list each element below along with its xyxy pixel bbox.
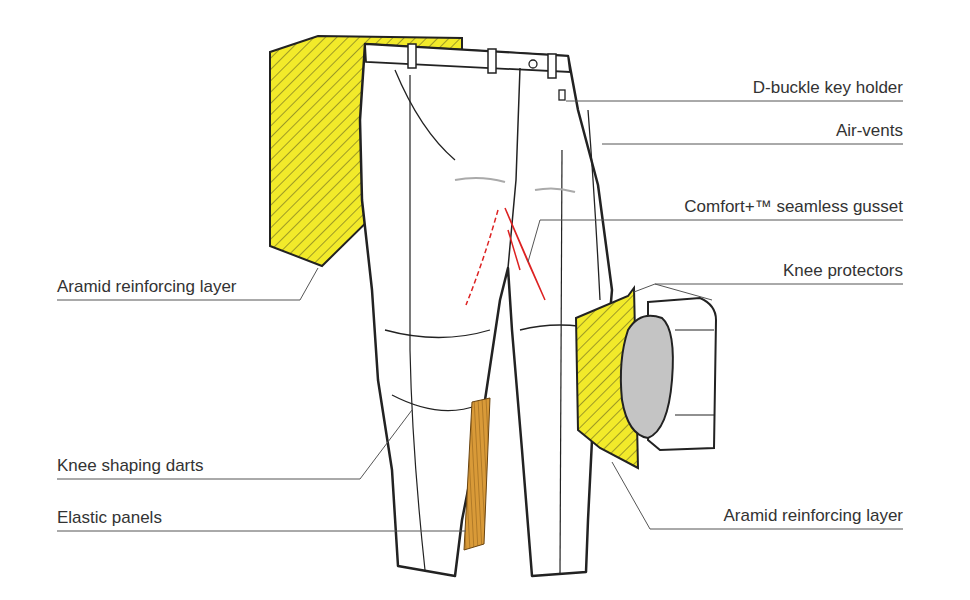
knee-dart — [392, 395, 478, 411]
callout-label: Air-vents — [836, 121, 903, 141]
belt-loop — [548, 54, 556, 78]
callout-label: Comfort+™ seamless gusset — [684, 197, 903, 217]
seam — [560, 150, 562, 575]
callout-label: Knee protectors — [783, 261, 903, 281]
callout-label: Knee shaping darts — [57, 456, 204, 476]
gusset-line — [466, 210, 498, 305]
seam — [675, 330, 714, 415]
knee-dart — [385, 330, 490, 338]
callout-label: Elastic panels — [57, 508, 162, 528]
seam — [588, 110, 600, 300]
pants-outline — [360, 44, 612, 576]
elastic-panel — [464, 398, 490, 550]
leader-lines — [57, 101, 903, 531]
callout-label: Aramid reinforcing layer — [723, 506, 903, 526]
belt-loop — [408, 44, 416, 68]
seam — [410, 75, 425, 570]
vent — [535, 188, 575, 192]
d-buckle — [559, 90, 565, 100]
callout-label: Aramid reinforcing layer — [57, 277, 237, 297]
knee-protector — [621, 316, 673, 438]
callout-label: D-buckle key holder — [753, 78, 903, 98]
vent — [455, 178, 505, 182]
seam — [395, 70, 455, 160]
belt-loop — [488, 49, 496, 73]
button — [529, 60, 537, 68]
waistband — [365, 44, 570, 72]
